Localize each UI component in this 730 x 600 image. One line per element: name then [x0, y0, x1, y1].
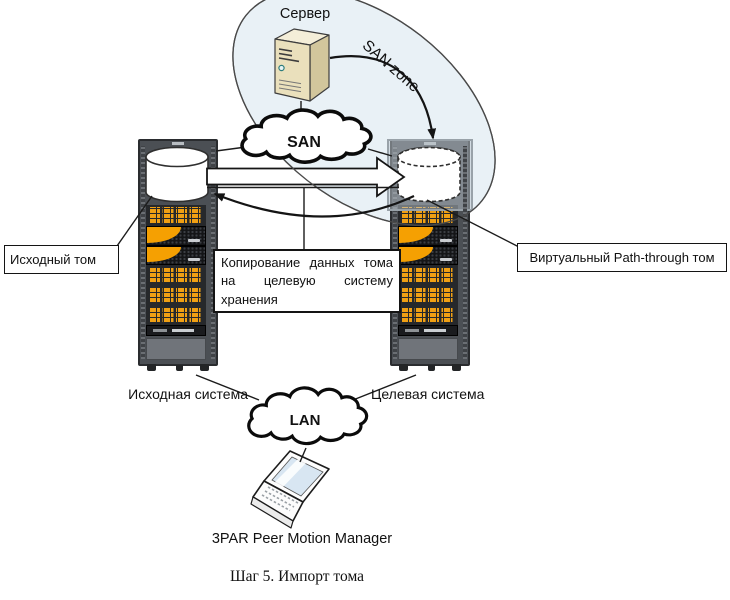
- drive-shelf: [146, 305, 206, 325]
- san-to-source-line: [215, 146, 247, 152]
- rack-foot: [428, 365, 435, 371]
- source-volume-label: Исходный том: [10, 252, 97, 267]
- drive-shelf: [146, 285, 206, 305]
- target-to-source-arrow: [213, 192, 415, 218]
- copy-block-arrow: [206, 156, 406, 198]
- san-zone-ellipse-outline: [232, 0, 496, 227]
- service-unit: [398, 325, 458, 336]
- figure-caption: Шаг 5. Импорт тома: [229, 568, 365, 585]
- controller-node: [398, 226, 458, 246]
- server-label: Сервер: [279, 6, 331, 22]
- drive-shelf: [146, 205, 206, 226]
- drive-shelf: [398, 265, 458, 285]
- server-icon: [266, 22, 336, 109]
- drive-shelf: [146, 265, 206, 285]
- virtual-volume-label: Виртуальный Path-through том: [529, 250, 715, 265]
- rack-logo: [172, 142, 184, 145]
- source-storage-rack: [138, 139, 218, 371]
- blank-panel: [398, 338, 458, 360]
- san-cloud-label: SAN: [287, 134, 321, 151]
- manager-label: 3PAR Peer Motion Manager: [211, 531, 393, 547]
- source-volume-label-box: Исходный том: [4, 245, 119, 274]
- rack-foot: [452, 364, 461, 371]
- controller-node: [146, 226, 206, 246]
- san-zone-label: SAN zone: [358, 37, 423, 96]
- rack-foot: [200, 364, 209, 371]
- rack-foot: [147, 364, 156, 371]
- rack-foot: [176, 365, 183, 371]
- san-zone-ellipse: [232, 0, 496, 227]
- lan-cloud-label: LAN: [289, 412, 321, 429]
- rack-foot: [399, 364, 408, 371]
- service-unit: [146, 325, 206, 336]
- source-volume-cylinder: [145, 146, 209, 203]
- virtual-volume-label-box: Виртуальный Path-through том: [517, 243, 727, 272]
- blank-panel: [146, 338, 206, 360]
- virtual-volume-cylinder: [397, 146, 461, 203]
- laptop-icon: [246, 448, 350, 539]
- target-system-label: Целевая система: [371, 386, 485, 402]
- drive-shelf: [398, 285, 458, 305]
- controller-node: [398, 246, 458, 265]
- source-system-label: Исходная система: [128, 386, 248, 402]
- drive-shelf: [398, 305, 458, 325]
- controller-node: [146, 246, 206, 265]
- target-storage-rack: [387, 139, 473, 371]
- copy-annotation-box: Копирование данных тома на целевую систе…: [213, 249, 401, 313]
